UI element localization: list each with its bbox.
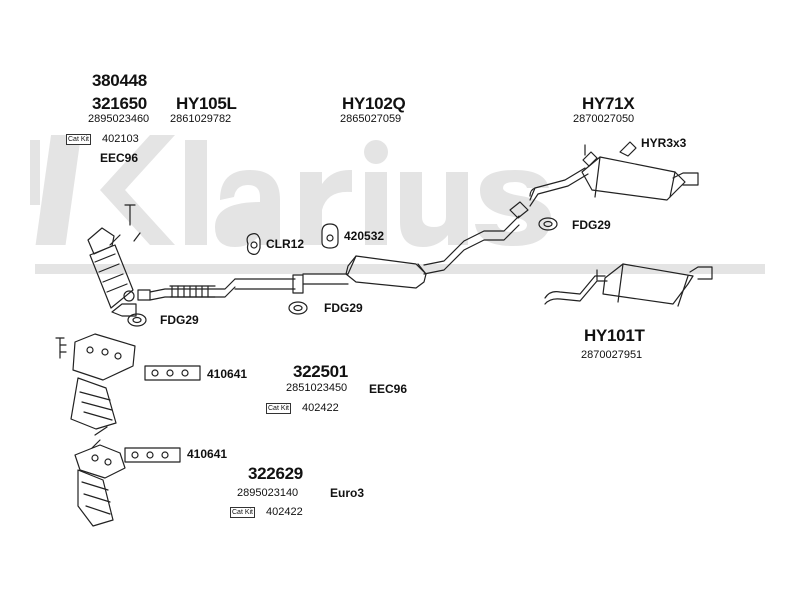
front-pipe-drawing <box>137 274 304 301</box>
oe-number-321650: 2895023460 <box>88 113 150 125</box>
emission-eec96-b: EEC96 <box>369 382 408 396</box>
gasket-fdg29-c-drawing <box>538 217 558 231</box>
gasket-label-fdg29-b: FDG29 <box>324 301 363 315</box>
part-hy101t: HY101T <box>584 326 645 345</box>
part-322629: 322629 <box>248 464 303 483</box>
emission-eec96-a: EEC96 <box>100 151 139 165</box>
gasket-label-fdg29-a: FDG29 <box>160 313 199 327</box>
manifold-catalyst-a-drawing <box>55 333 201 430</box>
gasket-label-410641-b: 410641 <box>187 447 228 461</box>
gasket-fdg29-a-drawing <box>127 313 147 327</box>
gasket-label-fdg29-c: FDG29 <box>572 218 611 232</box>
cat-kit-badge-2: Cat Kit <box>266 403 292 414</box>
manifold-catalyst-b-drawing <box>74 426 181 527</box>
oe-number-hy71x: 2870027050 <box>573 113 635 125</box>
part-hy71x: HY71X <box>582 94 635 113</box>
cat-kit-badge-1: Cat Kit <box>66 134 92 145</box>
part-hy105l: HY105L <box>176 94 237 113</box>
mounting-rubber-drawing <box>321 223 339 249</box>
klarius-watermark <box>30 135 765 274</box>
clamp-drawing <box>246 233 261 255</box>
cat-kit-number-2: 402422 <box>302 402 339 414</box>
cat-kit-badge-3: Cat Kit <box>230 507 256 518</box>
middle-silencer-drawing <box>302 201 529 289</box>
oe-number-hy102q: 2865027059 <box>340 113 402 125</box>
emission-euro3: Euro3 <box>330 486 365 500</box>
rear-silencer-drawing <box>529 141 699 207</box>
gasket-fdg29-b-drawing <box>288 301 308 315</box>
part-322501: 322501 <box>293 362 348 381</box>
alt-rear-silencer-drawing <box>544 263 713 307</box>
part-380448: 380448 <box>92 71 147 90</box>
oe-number-hy105l: 2861029782 <box>170 113 232 125</box>
part-hyr3x3: HYR3x3 <box>641 136 687 150</box>
cat-kit-number-1: 402103 <box>102 133 139 145</box>
mount-label-420532: 420532 <box>344 229 385 243</box>
gasket-label-410641-a: 410641 <box>207 367 248 381</box>
part-hy102q: HY102Q <box>342 94 406 113</box>
oe-number-322629: 2895023140 <box>237 487 299 499</box>
cat-kit-number-3: 402422 <box>266 506 303 518</box>
part-321650: 321650 <box>92 94 147 113</box>
clamp-label-clr12: CLR12 <box>266 237 305 251</box>
oe-number-hy101t: 2870027951 <box>581 349 643 361</box>
catalytic-converter-drawing <box>87 204 141 317</box>
oe-number-322501: 2851023450 <box>286 382 348 394</box>
